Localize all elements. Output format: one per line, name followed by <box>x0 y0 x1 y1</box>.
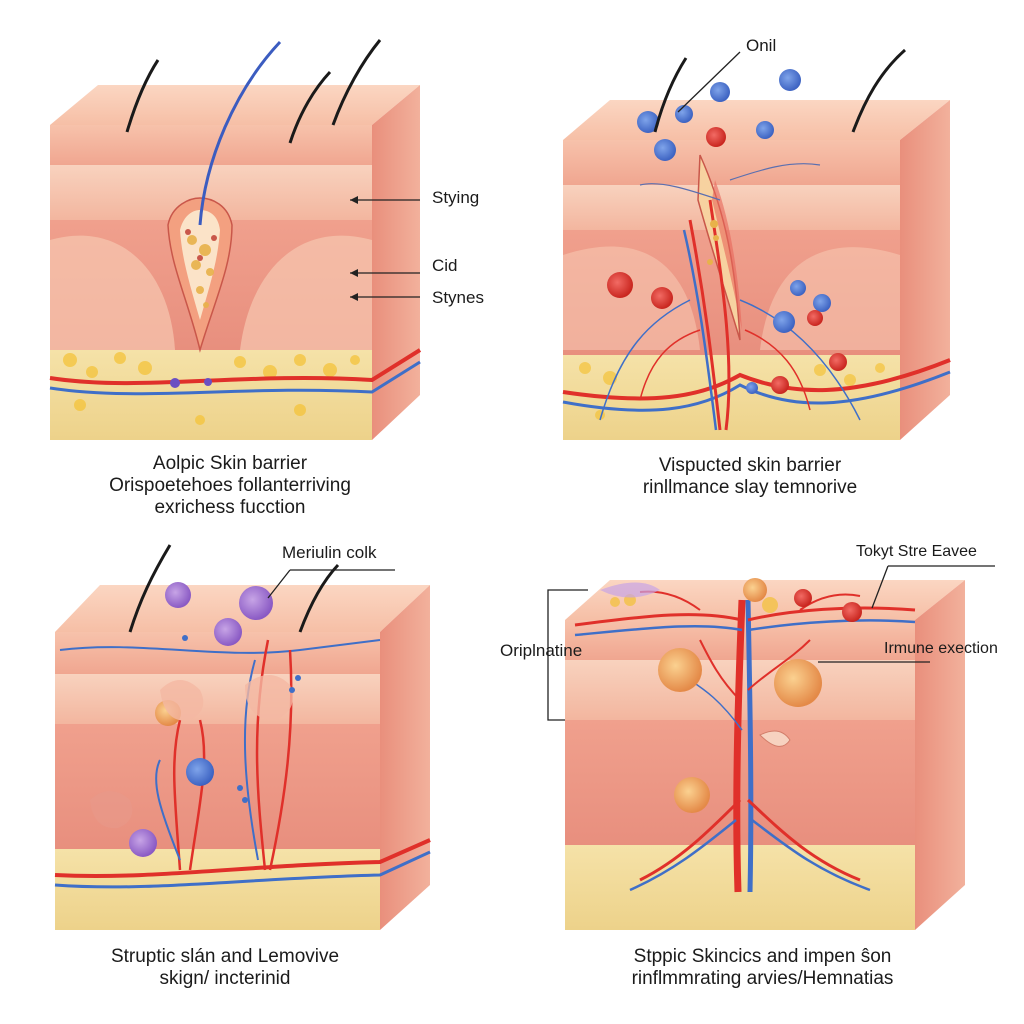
label-oriplnatine: Oriplnatine <box>500 641 583 660</box>
label-irmune-exection: Irmune exection <box>884 640 998 657</box>
panel-bottom-right <box>547 565 995 930</box>
label-tokyt-stre-eavee: Tokyt Stre Eavee <box>856 543 977 560</box>
epidermis-layer <box>50 125 372 165</box>
caption-line: Struptic slán and Lemovive <box>110 946 340 967</box>
caption-top-right: Vispucted skin barrier rinllmance slay t… <box>580 455 920 499</box>
caption-line: rinllmance slay temnorive <box>642 477 858 498</box>
label-cid: Cid <box>432 256 458 275</box>
caption-line: Aolpic Skin barrier <box>152 453 308 474</box>
caption-line: rinflmmrating arvies/Hemnatias <box>631 968 894 989</box>
caption-line: Stppic Skincics and impen ŝon <box>633 946 892 967</box>
label-stying: Stying <box>432 188 480 207</box>
caption-line: skign/ incterinid <box>159 968 291 989</box>
caption-top-left: Aolpic Skin barrier Orispoetehoes follan… <box>60 453 400 519</box>
panel-top-right <box>562 48 951 440</box>
caption-line: exrichess fucction <box>154 497 306 518</box>
caption-bottom-left: Struptic slán and Lemovive skign/ incter… <box>70 946 380 990</box>
caption-bottom-right: Stppic Skincics and impen ŝon rinflmmrat… <box>585 946 940 990</box>
panel-bottom-left <box>54 544 431 930</box>
caption-line: Orispoetehoes follanterriving <box>109 475 351 496</box>
label-onil: Onil <box>746 36 777 55</box>
label-stynes: Stynes <box>432 288 484 307</box>
caption-line: Vispucted skin barrier <box>658 455 842 476</box>
panel-top-left <box>49 39 422 440</box>
label-meriulin-colk: Meriulin colk <box>282 543 377 562</box>
fat-layer <box>50 350 372 440</box>
